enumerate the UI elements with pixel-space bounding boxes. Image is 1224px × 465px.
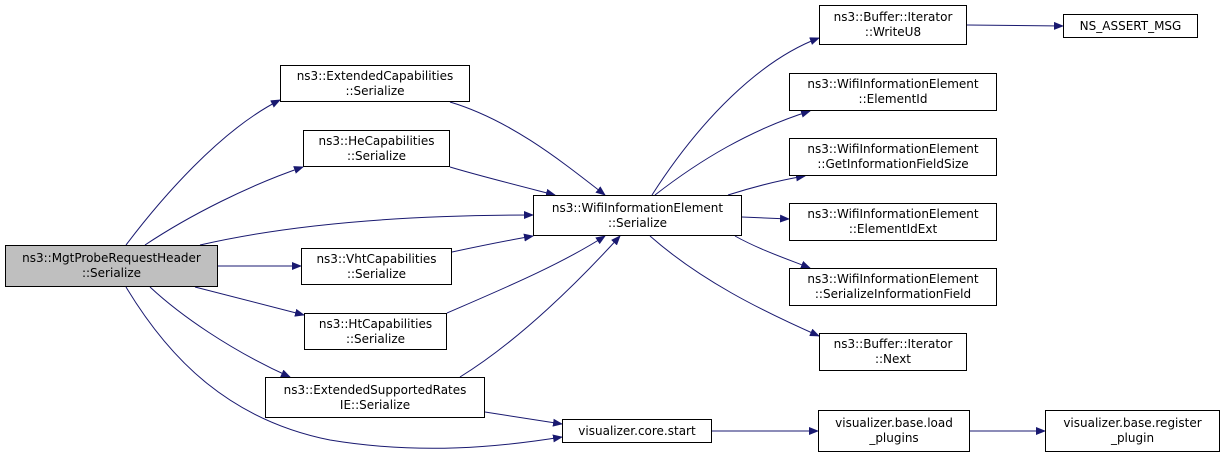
edge-wie-to-getsize bbox=[727, 173, 806, 196]
node-label-line: ::Serialize bbox=[346, 148, 407, 163]
node-label-line: ns3::HtCapabilities bbox=[318, 316, 433, 331]
node-htcap[interactable]: ns3::HtCapabilities::Serialize bbox=[304, 313, 447, 350]
node-label-line: ns3::WifiInformationElement bbox=[807, 207, 979, 221]
node-label-line: ::Next bbox=[874, 352, 912, 366]
node-label-line: ns3::VhtCapabilities bbox=[316, 251, 437, 266]
edge-wie-to-elemidext bbox=[741, 214, 790, 223]
node-elemidext[interactable]: ns3::WifiInformationElement::ElementIdEx… bbox=[789, 203, 997, 241]
edge-vhtcap-to-wie bbox=[451, 233, 534, 253]
edge-writeu8-to-assert bbox=[966, 21, 1064, 30]
node-label-line: visualizer.base.load bbox=[835, 416, 953, 430]
node-label-line: ns3::WifiInformationElement bbox=[807, 272, 979, 286]
node-wie[interactable]: ns3::WifiInformationElement::Serialize bbox=[533, 195, 742, 236]
node-label-line: _plugins bbox=[869, 431, 919, 445]
node-label-line: ns3::ExtendedSupportedRates bbox=[283, 382, 467, 397]
node-label-line: ns3::WifiInformationElement bbox=[551, 200, 724, 215]
node-label-line: ::Serialize bbox=[345, 331, 406, 346]
node-label-line: ::Serialize bbox=[607, 215, 668, 230]
node-next[interactable]: ns3::Buffer::Iterator::Next bbox=[819, 333, 967, 371]
node-label-line: ::ElementIdExt bbox=[848, 222, 938, 236]
node-label-line: ::Serialize bbox=[81, 266, 142, 280]
node-label-line: ns3::WifiInformationElement bbox=[807, 77, 979, 91]
node-label-line: ns3::MgtProbeRequestHeader bbox=[22, 251, 201, 265]
node-label-line: ::SerializeInformationField bbox=[814, 287, 972, 301]
node-label-line: ::Serialize bbox=[345, 83, 405, 98]
node-label-line: ns3::ExtendedCapabilities bbox=[296, 68, 454, 83]
node-writeu8[interactable]: ns3::Buffer::Iterator::WriteU8 bbox=[819, 5, 967, 45]
edge-mgt-to-vizstart bbox=[125, 286, 563, 449]
node-label-line: ::Serialize bbox=[346, 266, 407, 281]
node-label-line: ns3::WifiInformationElement bbox=[807, 142, 979, 156]
edge-extrates-to-wie bbox=[459, 235, 621, 378]
node-label-line: ns3::Buffer::Iterator bbox=[833, 10, 953, 24]
edge-mgt-to-wie bbox=[199, 211, 534, 246]
node-serfield[interactable]: ns3::WifiInformationElement::SerializeIn… bbox=[789, 268, 997, 306]
node-label-line: ns3::Buffer::Iterator bbox=[833, 337, 953, 351]
edge-mgt-to-extrates bbox=[149, 286, 291, 378]
edge-extcap-to-wie bbox=[449, 101, 606, 196]
node-label-line: ::WriteU8 bbox=[864, 25, 922, 39]
edge-mgt-to-hecap bbox=[144, 166, 304, 246]
node-label-line: ::ElementId bbox=[858, 92, 928, 106]
node-label-line: ns3::HeCapabilities bbox=[318, 133, 435, 148]
node-loadplugins[interactable]: visualizer.base.load_plugins bbox=[818, 410, 970, 452]
node-label-line: ::GetInformationFieldSize bbox=[817, 157, 969, 171]
node-label-line: visualizer.core.start bbox=[578, 423, 696, 438]
node-register[interactable]: visualizer.base.register_plugin bbox=[1045, 410, 1220, 452]
node-elemid[interactable]: ns3::WifiInformationElement::ElementId bbox=[789, 73, 997, 111]
node-vizstart[interactable]: visualizer.core.start bbox=[562, 419, 712, 443]
node-assert[interactable]: NS_ASSERT_MSG bbox=[1063, 14, 1198, 38]
edge-hecap-to-wie bbox=[449, 166, 556, 197]
node-vhtcap[interactable]: ns3::VhtCapabilities::Serialize bbox=[301, 248, 452, 285]
node-getsize[interactable]: ns3::WifiInformationElement::GetInformat… bbox=[789, 138, 997, 176]
edge-wie-to-elemid bbox=[654, 109, 811, 196]
edge-extrates-to-vizstart bbox=[484, 411, 563, 427]
edge-wie-to-writeu8 bbox=[651, 37, 820, 196]
node-hecap[interactable]: ns3::HeCapabilities::Serialize bbox=[303, 130, 450, 167]
edge-wie-to-serfield bbox=[734, 235, 811, 269]
node-label-line: _plugin bbox=[1110, 431, 1155, 445]
node-label-line: visualizer.base.register bbox=[1063, 416, 1202, 430]
node-mgt: ns3::MgtProbeRequestHeader::Serialize bbox=[5, 245, 218, 287]
edge-wie-to-next bbox=[649, 235, 820, 337]
edge-mgt-to-extcap bbox=[125, 99, 281, 246]
node-extcap[interactable]: ns3::ExtendedCapabilities::Serialize bbox=[280, 65, 470, 102]
node-label-line: IE::Serialize bbox=[339, 397, 411, 412]
edge-htcap-to-wie bbox=[446, 235, 606, 314]
node-label-line: NS_ASSERT_MSG bbox=[1079, 18, 1182, 33]
edge-mgt-to-htcap bbox=[194, 286, 305, 317]
